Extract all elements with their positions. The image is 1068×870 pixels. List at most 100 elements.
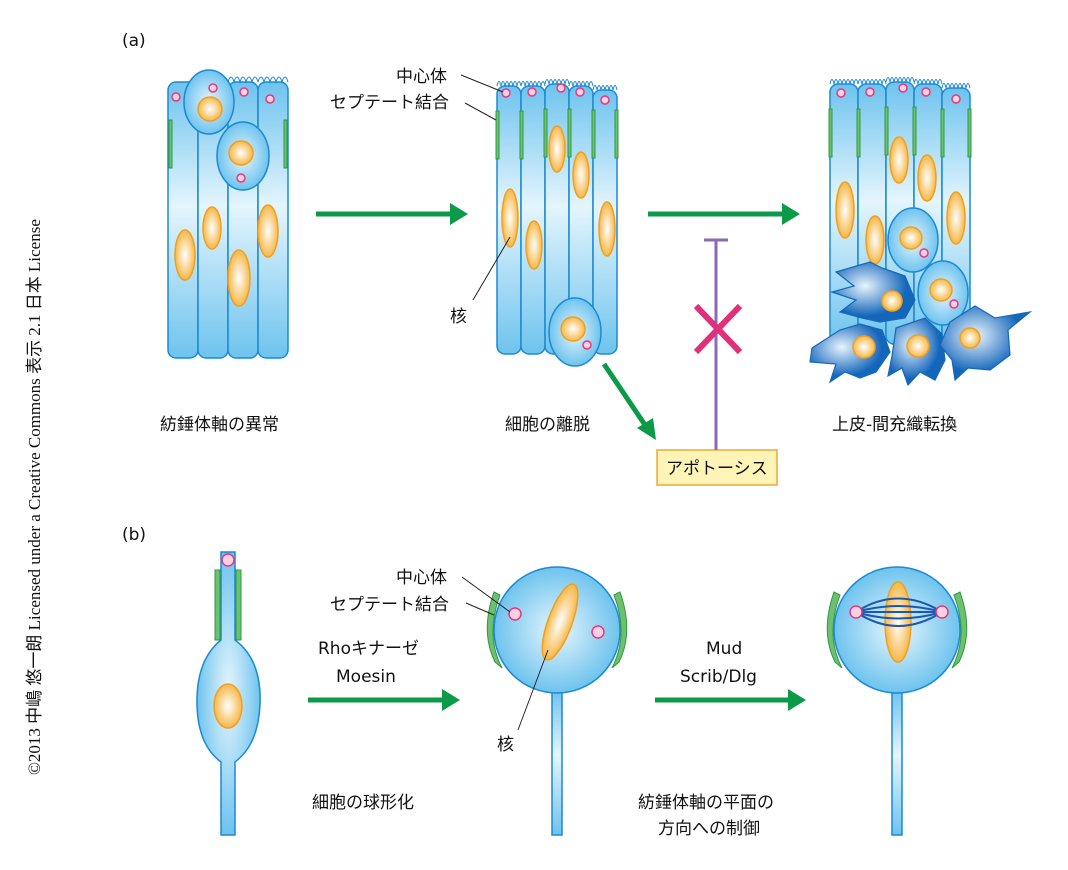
nucleus [929, 278, 953, 302]
centrosome [591, 625, 605, 639]
septate-junction [826, 591, 843, 669]
septate-junction [495, 110, 500, 160]
septate-junction [951, 591, 968, 669]
caption-emt: 上皮-間充織転換 [832, 415, 957, 435]
nucleus [881, 290, 903, 312]
pointer-line [460, 74, 504, 93]
nucleus [906, 334, 930, 358]
label-mud: Mud [706, 639, 742, 659]
apoptosis-box [656, 449, 778, 486]
septate-junction [884, 106, 889, 156]
centrosome [865, 87, 875, 97]
centrosome [527, 87, 537, 97]
septate-junction [591, 109, 596, 159]
nucleus [835, 181, 855, 239]
nucleus [865, 215, 885, 265]
septate-junction [912, 106, 917, 156]
arrow-head [450, 203, 468, 225]
septate-junction [967, 108, 972, 158]
centrosome [919, 248, 929, 258]
microvilli [829, 77, 971, 89]
nucleus [197, 96, 223, 122]
septate-junction [543, 108, 548, 158]
rounded-mitotic-cell [486, 566, 628, 836]
pointer-line [461, 576, 511, 613]
label-apoptosis: アポトーシス [666, 459, 768, 479]
centrosome [849, 605, 863, 619]
caption-spindle-defect: 紡錘体軸の異常 [160, 415, 279, 435]
centrosome [921, 87, 931, 97]
nucleus [525, 220, 543, 270]
centrosome [836, 88, 846, 98]
centrosome [208, 83, 218, 93]
epithelium-delamination [495, 79, 619, 367]
label-septate-junction-b: セプテート結合 [330, 595, 449, 615]
label-moesin: Moesin [336, 667, 396, 687]
arrow-head [782, 203, 800, 225]
cell-tail [891, 689, 903, 836]
centrosome [556, 83, 566, 93]
septate-junction [519, 110, 524, 160]
nucleus [228, 140, 254, 166]
centrosome [582, 340, 592, 350]
nucleus [917, 154, 937, 202]
centrosome [265, 94, 275, 104]
centrosome [575, 87, 585, 97]
septate-junction [283, 119, 288, 169]
columnar-cell [520, 85, 546, 355]
caption-spindle-orientation-2: 方向への制御 [658, 819, 760, 839]
mitotic-spindle [855, 597, 943, 627]
arrow [601, 362, 648, 427]
panel-b-label: (b) [122, 525, 146, 545]
nucleus [598, 201, 616, 257]
septate-junction [828, 108, 833, 158]
centrosome [951, 94, 961, 104]
caption-delamination: 細胞の離脱 [505, 415, 590, 435]
copyright-text: ©2013 中嶋 悠一朗 Licensed under a Creative C… [25, 219, 44, 775]
chromosomes [884, 581, 912, 663]
septate-junction [168, 119, 173, 169]
nucleus [560, 316, 586, 342]
nucleus [899, 226, 923, 250]
nucleus [889, 136, 909, 184]
nucleus [959, 327, 981, 349]
elongated-cell [196, 551, 261, 836]
label-nucleus-b: 核 [497, 735, 514, 755]
mesenchymal-cell [939, 305, 1033, 382]
label-nucleus: 核 [450, 307, 467, 327]
nucleus [852, 335, 876, 359]
septate-junction [611, 591, 628, 669]
septate-junction [214, 569, 221, 641]
nucleus [227, 249, 251, 307]
cell-tail [551, 689, 563, 836]
centrosome [898, 83, 908, 93]
label-centrosome: 中心体 [396, 67, 447, 87]
nucleus [257, 204, 279, 258]
nucleus [213, 683, 243, 729]
nucleus [174, 229, 196, 281]
centrosome [501, 88, 511, 98]
septate-junction [614, 109, 619, 159]
septate-junction [235, 569, 242, 641]
microvilli [496, 79, 618, 91]
pointer-line [465, 602, 495, 616]
panel-a-label: (a) [122, 31, 146, 51]
septate-junction [856, 108, 861, 158]
nucleus [501, 188, 519, 248]
septate-junction [940, 108, 945, 158]
caption-rounding: 細胞の球形化 [312, 793, 414, 813]
centrosome [600, 95, 610, 105]
centrosome [508, 607, 522, 621]
nucleus [202, 206, 222, 250]
epithelium-spindle-defect [167, 69, 289, 359]
cross-icon [693, 303, 743, 355]
centrosome [949, 299, 959, 309]
centrosome [171, 92, 181, 102]
nucleus [572, 151, 590, 199]
centrosome [236, 173, 246, 183]
dividing-cell [826, 566, 968, 836]
label-septate-junction: セプテート結合 [330, 93, 449, 113]
caption-spindle-orientation-1: 紡錘体軸の平面の [638, 793, 774, 813]
nucleus [541, 583, 579, 661]
septate-junction [486, 591, 503, 669]
